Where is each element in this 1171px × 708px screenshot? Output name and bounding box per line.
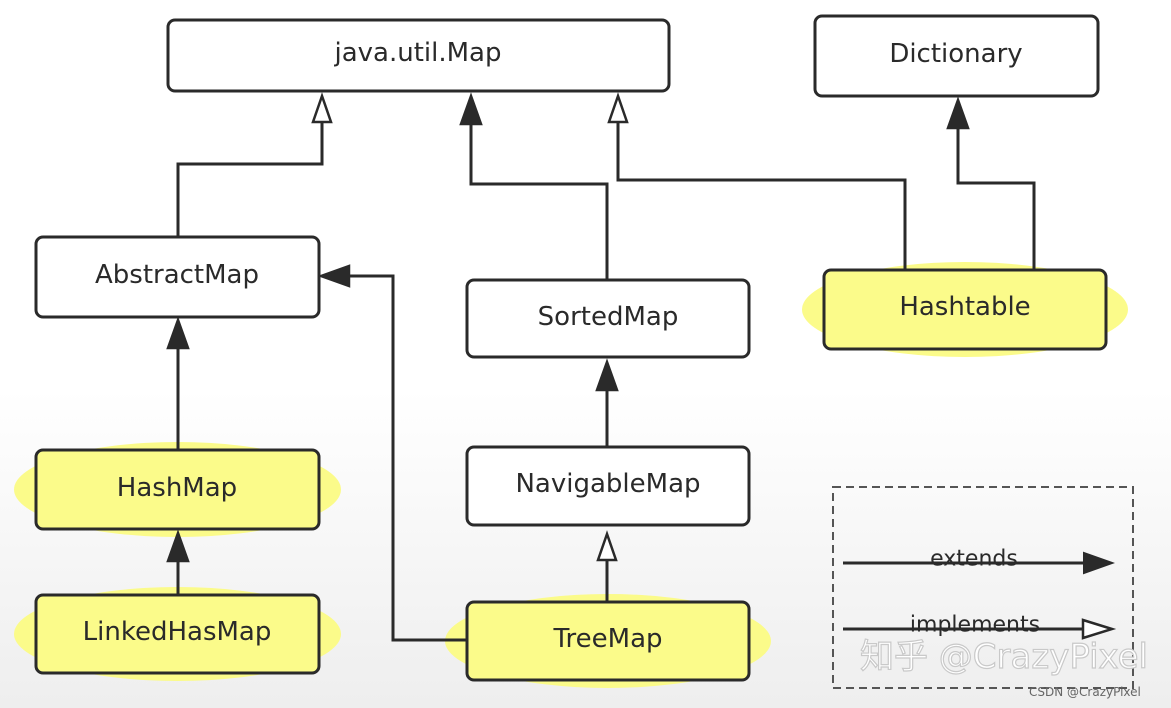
- arrowhead-hollow: [596, 530, 618, 562]
- node-label: Hashtable: [899, 292, 1030, 322]
- node-label: NavigableMap: [515, 469, 700, 499]
- node-hashtable: Hashtable: [822, 268, 1108, 351]
- arrowhead-layer: [166, 92, 970, 563]
- node-label: LinkedHasMap: [83, 617, 272, 647]
- legend-extends-label: extends: [930, 547, 1018, 572]
- arrowhead-filled: [166, 529, 190, 563]
- node-map: java.util.Map: [166, 18, 671, 93]
- arrowhead-filled: [317, 264, 351, 288]
- node-layer: java.util.Map Dictionary AbstractMap Sor…: [34, 14, 1108, 682]
- node-abstract-map: AbstractMap: [34, 235, 321, 319]
- node-linked-hash-map: LinkedHasMap: [34, 593, 321, 675]
- legend: extends implements: [832, 486, 1134, 689]
- watermark-csdn: CSDN @CrazyPixel: [1029, 685, 1141, 699]
- legend-implements-label: implements: [910, 613, 1040, 638]
- edge-layer: [176, 122, 1036, 642]
- node-dictionary: Dictionary: [813, 14, 1100, 98]
- legend-implements-arrowhead: [1081, 618, 1117, 640]
- edge-sortedmap-extends-map: [469, 122, 609, 280]
- legend-frame: [832, 486, 1134, 689]
- node-label: Dictionary: [889, 39, 1022, 69]
- node-label: AbstractMap: [95, 260, 259, 290]
- node-navigable-map: NavigableMap: [465, 445, 751, 527]
- arrowhead-hollow: [607, 92, 629, 124]
- edge-hashtable-implements-map: [616, 122, 907, 270]
- edge-treemap-extends-abstractmap: [348, 274, 470, 642]
- watermark-zhihu: 知乎 @CrazyPixel: [860, 637, 1148, 677]
- node-label: HashMap: [117, 473, 237, 503]
- node-sorted-map: SortedMap: [465, 278, 751, 359]
- legend-extends-arrowhead: [1083, 551, 1115, 575]
- edge-abstractmap-implements-map: [176, 122, 324, 237]
- node-label: TreeMap: [552, 624, 662, 654]
- arrowhead-filled: [459, 92, 483, 126]
- node-hash-map: HashMap: [34, 448, 321, 531]
- node-label: java.util.Map: [334, 38, 502, 68]
- node-tree-map: TreeMap: [465, 600, 751, 682]
- arrowhead-filled: [946, 96, 970, 130]
- edge-hashtable-extends-dictionary: [956, 128, 1036, 270]
- node-label: SortedMap: [538, 302, 679, 332]
- arrowhead-filled: [595, 358, 619, 392]
- arrowhead-hollow: [311, 92, 333, 124]
- arrowhead-filled: [166, 316, 190, 350]
